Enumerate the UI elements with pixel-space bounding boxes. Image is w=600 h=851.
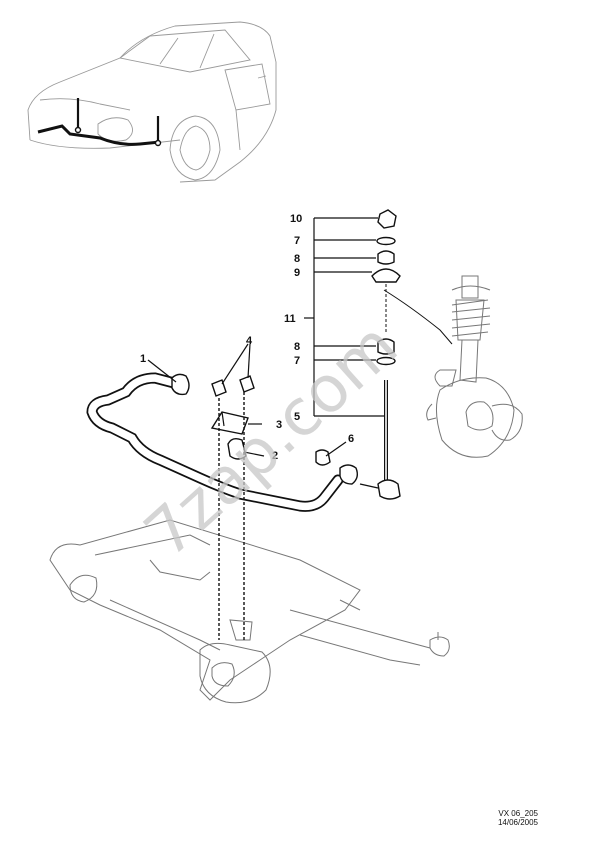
part-bushing-end [171,373,190,396]
callout-8-lower: 8 [294,341,300,353]
callout-1: 1 [140,353,146,365]
callout-bracket-11 [304,217,384,417]
watermark: 7zap.com [131,309,412,572]
part-bushing-right [339,464,359,485]
callout-3: 3 [276,419,282,431]
callout-7-upper: 7 [294,235,300,247]
part-clamp-bush [227,437,247,460]
callout-labels: 1 2 3 4 5 6 7 7 8 8 9 10 11 [140,213,354,462]
part-nut-6 [315,449,331,466]
link-rod-stack [359,209,453,500]
callout-7-lower: 7 [294,355,300,367]
car-illustration [27,21,277,183]
callout-9: 9 [294,267,300,279]
callout-4: 4 [246,335,253,347]
part-bracket [210,411,249,435]
part-nuts-4 [211,375,255,397]
callout-6: 6 [348,433,354,445]
callout-2: 2 [272,450,278,462]
leader-lines [147,343,347,457]
callout-11: 11 [284,313,296,325]
callout-5: 5 [294,411,300,423]
strut-hub-illustration [426,275,523,458]
callout-10: 10 [290,213,302,225]
reference-code: VX 06_205 [498,809,538,818]
anti-roll-bar [86,372,344,512]
reference-date: 14/06/2005 [497,818,538,827]
subframe-illustration [49,519,450,704]
callout-8-upper: 8 [294,253,300,265]
